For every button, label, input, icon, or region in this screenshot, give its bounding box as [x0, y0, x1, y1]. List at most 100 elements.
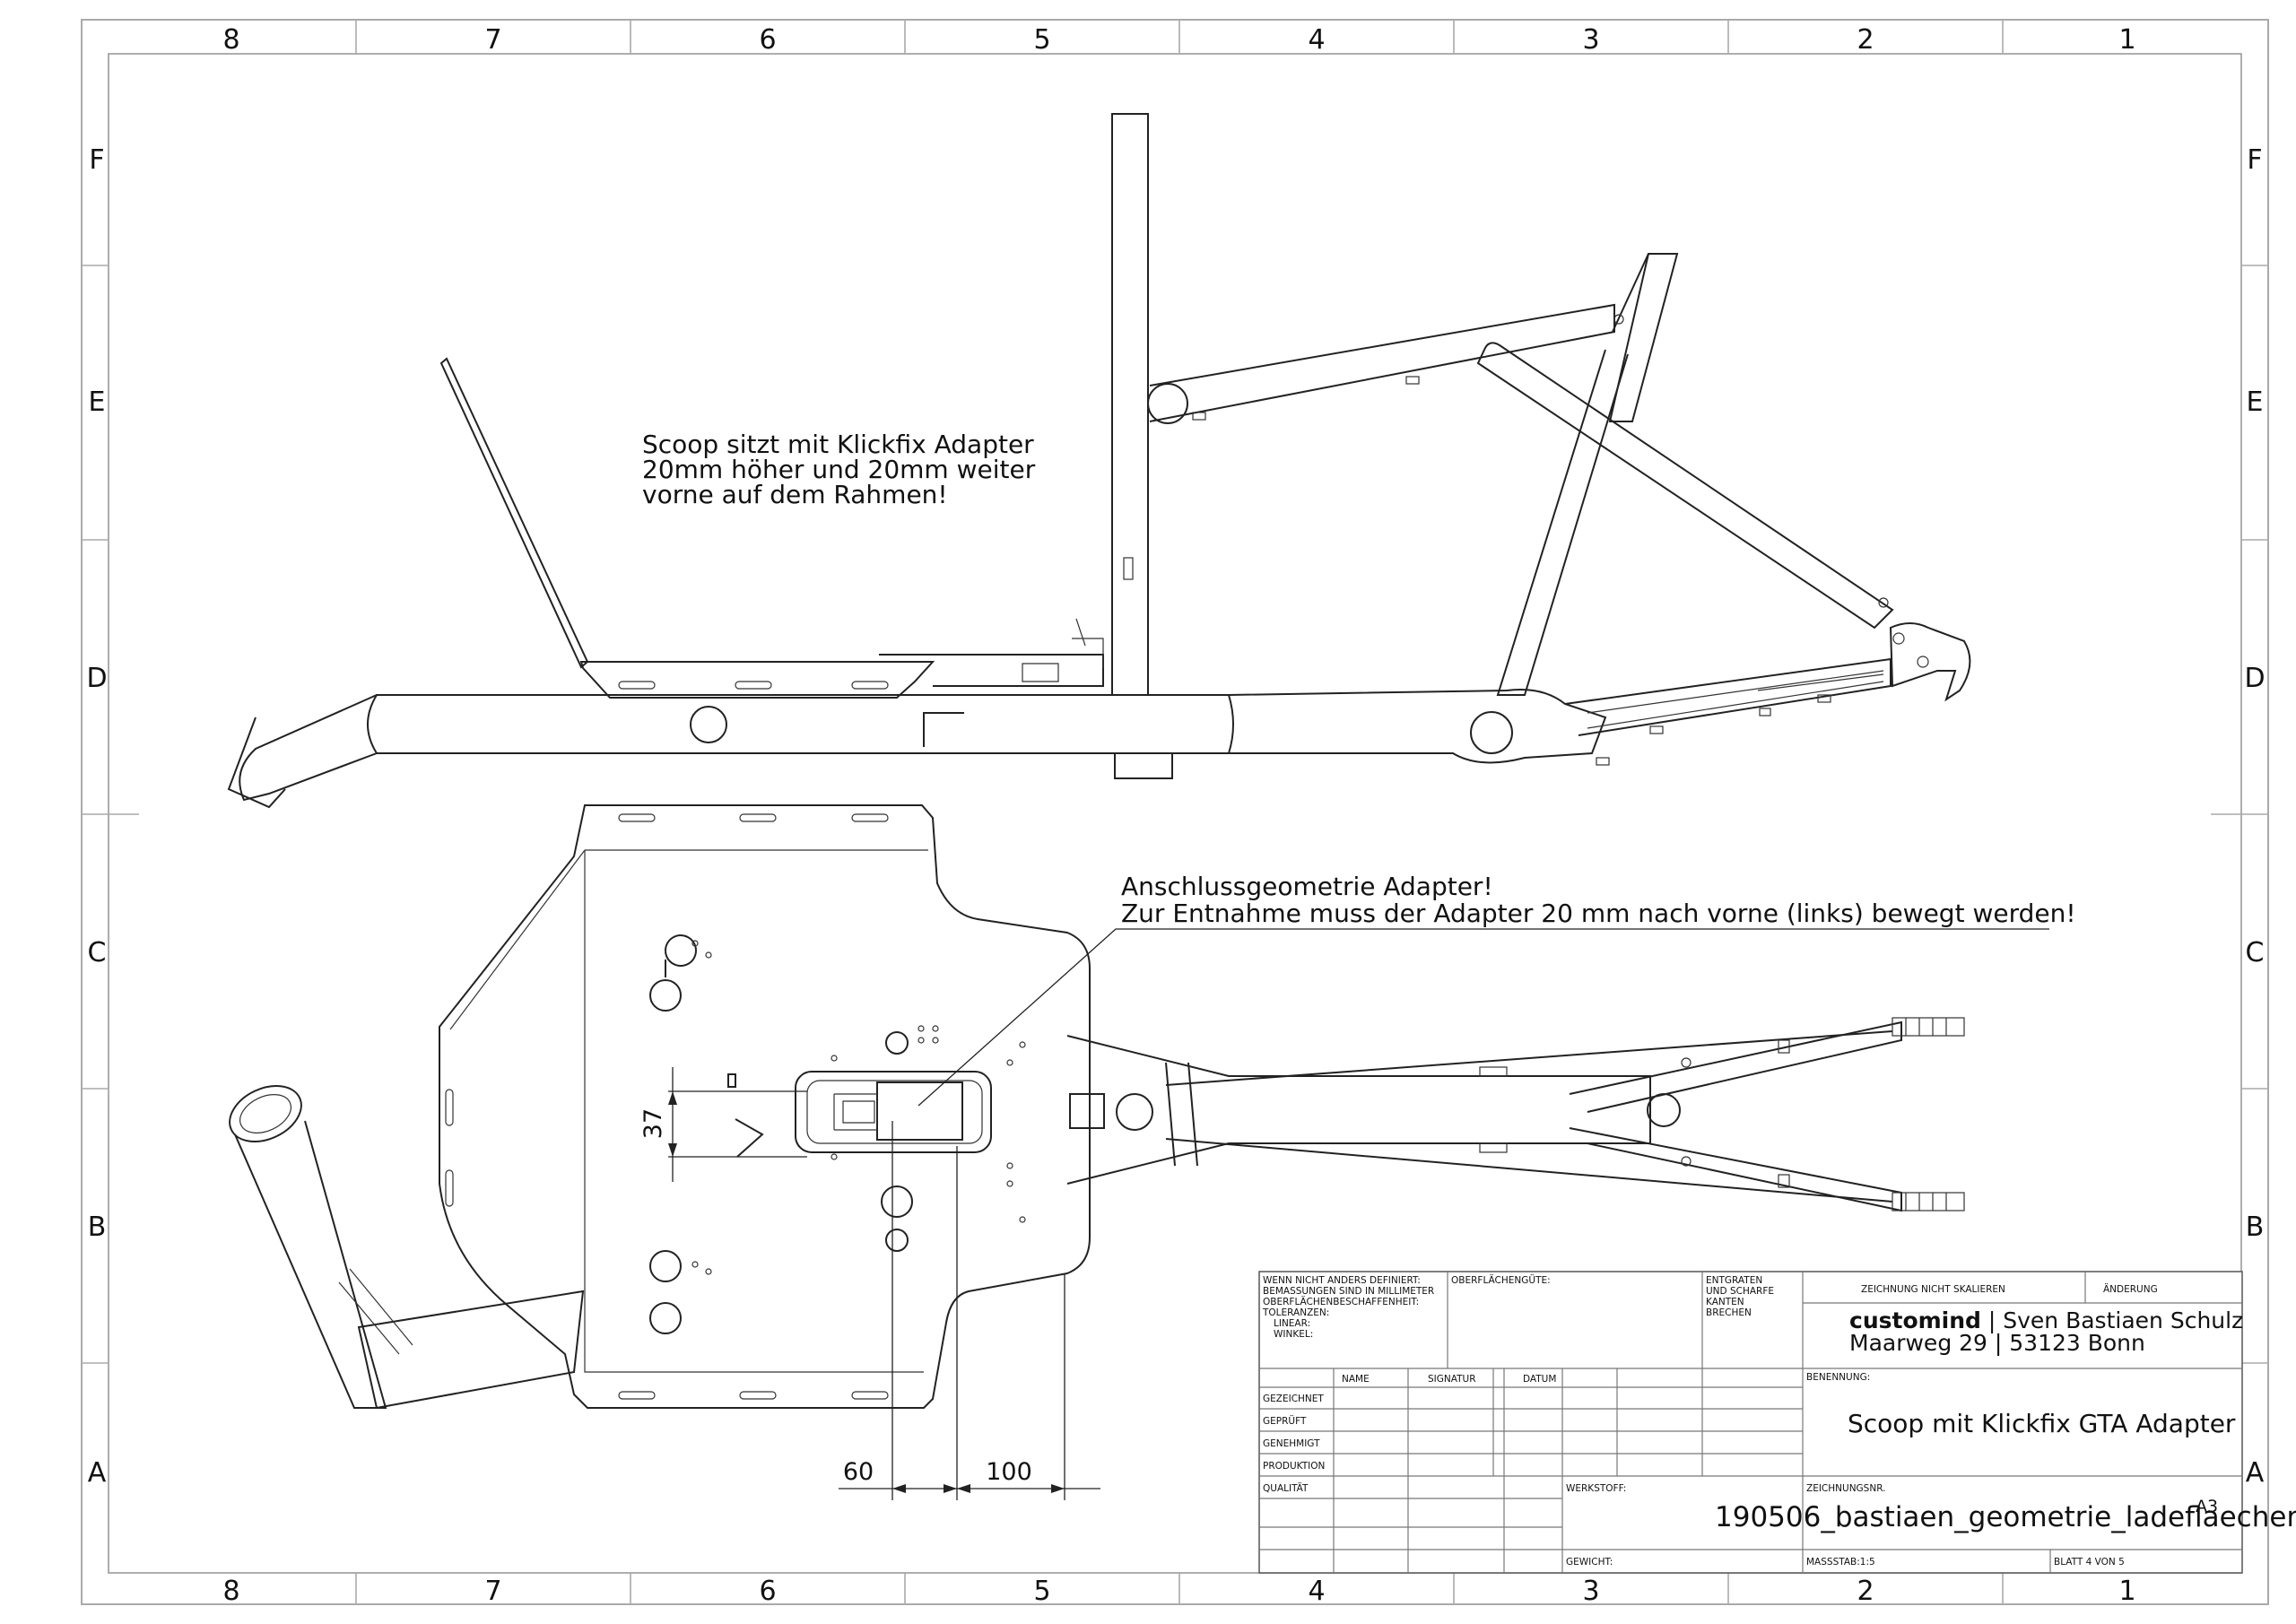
note-line: Scoop sitzt mit Klickfix Adapter: [642, 430, 1034, 459]
axle: [1917, 656, 1929, 668]
tb-text: ÄNDERUNG: [2103, 1283, 2158, 1295]
zone-row-label: B: [2246, 1211, 2265, 1243]
axle: [1892, 632, 1905, 645]
zone-col-label: 3: [1582, 1576, 1599, 1607]
diagonal-strut: [1496, 349, 1629, 696]
head-arm-box: [357, 1290, 585, 1410]
zone-row-label: C: [88, 937, 107, 968]
scoop-floor: [579, 661, 935, 699]
top-brackets: [1479, 1039, 1790, 1188]
tb-text: MASSSTAB:1:5: [1806, 1557, 1875, 1568]
adapter-inner: [806, 1080, 983, 1144]
company-address: Maarweg 29 | 53123 Bonn: [1849, 1330, 2145, 1356]
zone-col-label: 7: [484, 1576, 501, 1607]
zone-col-label: 7: [484, 24, 501, 56]
note-line: Zur Entnahme muss der Adapter 20 mm nach…: [1121, 899, 2076, 928]
zone-col-label: 2: [1857, 24, 1874, 56]
zone-row-label: F: [2247, 144, 2262, 176]
fork-detail: [1587, 670, 1884, 729]
small-brackets: [1192, 376, 1831, 766]
tb-text: WINKEL:: [1274, 1329, 1313, 1340]
side-view-note: Scoop sitzt mit Klickfix Adapter 20mm hö…: [642, 430, 1036, 509]
platform-inner: [449, 849, 928, 1373]
bottom-bracket-area: [1228, 689, 1607, 764]
head-tube-top-inner: [239, 1094, 291, 1133]
dimension-37: 37: [639, 1067, 807, 1182]
tb-row: GEZEICHNET: [1263, 1394, 1324, 1404]
tb-col: NAME: [1342, 1374, 1370, 1385]
keyhole: [885, 1031, 909, 1055]
head-tube-top: [229, 1085, 302, 1142]
title-block: WENN NICHT ANDERS DEFINIERT: BEMASSUNGEN…: [1258, 1271, 2296, 1574]
rear-dropouts-top: [1892, 1017, 1965, 1211]
head-tube-cap: [227, 716, 286, 809]
frame-tube-top: [1066, 1035, 1651, 1185]
tb-text: BENENNUNG:: [1806, 1372, 1870, 1383]
head-tube: [239, 694, 378, 802]
top-stay-joint: [1147, 383, 1188, 424]
tb-text: GEWICHT:: [1566, 1557, 1613, 1568]
zone-col-label: 6: [759, 24, 776, 56]
zone-col-label: 4: [1308, 1576, 1325, 1607]
zone-col-label: 8: [222, 24, 239, 56]
lower-fork: [1564, 657, 1892, 736]
zone-col-label: 6: [759, 1576, 776, 1607]
zone-col-label: 8: [222, 1576, 239, 1607]
zone-row-label: D: [86, 663, 107, 694]
rear-head: [1608, 253, 1679, 422]
head-arm: [234, 1120, 387, 1409]
keyhole: [649, 979, 682, 1012]
frame-clamp: [1069, 1093, 1105, 1129]
zone-col-label: 5: [1033, 24, 1050, 56]
tb-row: PRODUKTION: [1263, 1461, 1325, 1472]
head-arm-detail: [338, 1268, 413, 1355]
tb-text: ENTGRATEN: [1706, 1275, 1762, 1286]
sheet-size: A3: [2196, 1497, 2218, 1516]
zone-row-label: A: [88, 1457, 107, 1489]
cross-lines: [1165, 1062, 1198, 1167]
tb-col: SIGNATUR: [1428, 1374, 1476, 1385]
company-owner: | Sven Bastiaen Schulz: [1981, 1307, 2243, 1333]
tb-text: WENN NICHT ANDERS DEFINIERT:: [1263, 1275, 1421, 1286]
tb-text: TOLERANZEN:: [1262, 1307, 1329, 1318]
zone-col-label: 2: [1857, 1576, 1874, 1607]
zone-col-label: 1: [2118, 24, 2135, 56]
adapter-side: [879, 654, 1104, 687]
scoop-back-panel: [439, 357, 589, 669]
zone-col-label: 1: [2118, 1576, 2135, 1607]
zone-labels-top: 8 7 6 5 4 3 2 1: [222, 24, 2135, 56]
stay-lines: [1165, 1030, 1893, 1203]
zone-labels-left: F E D C B A: [86, 144, 107, 1489]
zone-row-label: C: [2246, 937, 2265, 968]
zone-labels-bottom: 8 7 6 5 4 3 2 1: [222, 1576, 2135, 1607]
pivot: [1613, 314, 1624, 325]
top-view: [229, 804, 1965, 1410]
scoop-slots: [618, 681, 889, 690]
zone-row-label: D: [2244, 663, 2265, 694]
tb-text: OBERFLÄCHENBESCHAFFENHEIT:: [1263, 1296, 1419, 1307]
rear-axle-top: [1647, 1093, 1681, 1127]
keyhole: [649, 1302, 682, 1334]
zone-col-label: 5: [1033, 1576, 1050, 1607]
lower-rear-stay: [1569, 1127, 1902, 1212]
frame-hole: [690, 706, 727, 743]
main-tube: [367, 694, 1234, 754]
tb-col: DATUM: [1523, 1374, 1556, 1385]
tb-row: GENEHMIGT: [1263, 1438, 1320, 1449]
drawing-title: Scoop mit Klickfix GTA Adapter: [1848, 1409, 2236, 1438]
zone-ticks: [82, 20, 2268, 1604]
note-line: Anschlussgeometrie Adapter!: [1121, 872, 1493, 901]
tb-row: GEPRÜFT: [1263, 1415, 1307, 1427]
tb-text: ZEICHNUNG NICHT SKALIEREN: [1861, 1284, 2005, 1295]
zone-col-label: 3: [1582, 24, 1599, 56]
dropout: [1889, 622, 1971, 702]
dimension-60-100: 60 100: [839, 1121, 1100, 1500]
adapter-detail: [1022, 618, 1104, 682]
seat-post-foot: [1114, 752, 1173, 779]
adapter-clamp: [876, 1081, 963, 1141]
zone-row-label: B: [88, 1211, 107, 1243]
keyhole: [885, 1229, 909, 1252]
zone-row-label: A: [2246, 1457, 2265, 1489]
platform-holes: [691, 940, 1026, 1275]
